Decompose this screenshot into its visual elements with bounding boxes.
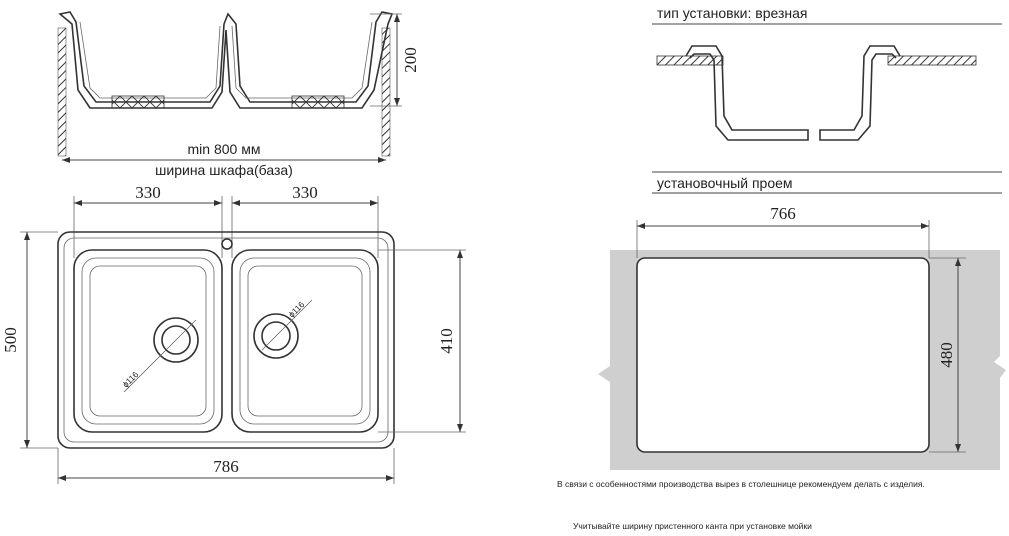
drain-right xyxy=(253,299,313,359)
bowl-width-right-label: 330 xyxy=(292,183,318,202)
install-type-label: тип установки: врезная xyxy=(657,5,808,21)
side-view: 200 min 800 мм ширина шкафа(база) xyxy=(57,11,420,178)
drain-block-left xyxy=(111,95,165,109)
cutout-height-label: 480 xyxy=(937,342,956,368)
cabinet-wall-left xyxy=(57,27,67,157)
countertop-right xyxy=(887,55,977,66)
sink-profile xyxy=(58,11,394,109)
drain-left-label: ϕ116 xyxy=(120,369,140,389)
top-view: 330 330 ϕ116 ϕ116 500 xyxy=(1,183,466,484)
cutout-width-label: 766 xyxy=(770,204,796,223)
cutout-opening xyxy=(636,257,930,453)
sink-outline xyxy=(57,231,395,449)
bowl-width-left-label: 330 xyxy=(135,183,161,202)
right-bowl xyxy=(231,249,379,433)
cutout-section: установочный проем 766 480 xyxy=(598,171,1006,470)
tap-hole xyxy=(221,238,233,250)
cabinet-min-label: min 800 мм xyxy=(188,141,261,157)
production-note: В связи с особенностями производства выр… xyxy=(557,479,925,489)
install-type-section: тип установки: врезная xyxy=(652,5,1002,141)
left-bowl xyxy=(73,249,223,433)
overall-width-label: 786 xyxy=(213,457,239,476)
drain-block-right xyxy=(291,95,345,109)
inset-sink-left-profile xyxy=(685,45,809,141)
overall-depth-label: 500 xyxy=(1,327,20,353)
inset-sink-right-profile xyxy=(819,45,901,141)
cabinet-wall-right xyxy=(381,27,391,157)
bowl-depth-label: 410 xyxy=(437,328,456,354)
countertop-left xyxy=(656,55,724,66)
drain-right-label: ϕ116 xyxy=(286,299,306,319)
drain-left xyxy=(123,317,199,393)
cutout-title: установочный проем xyxy=(657,175,793,191)
cabinet-width-label: ширина шкафа(база) xyxy=(155,162,293,178)
edge-note: Учитывайте ширину пристенного канта при … xyxy=(573,521,812,531)
side-height-label: 200 xyxy=(401,47,420,73)
